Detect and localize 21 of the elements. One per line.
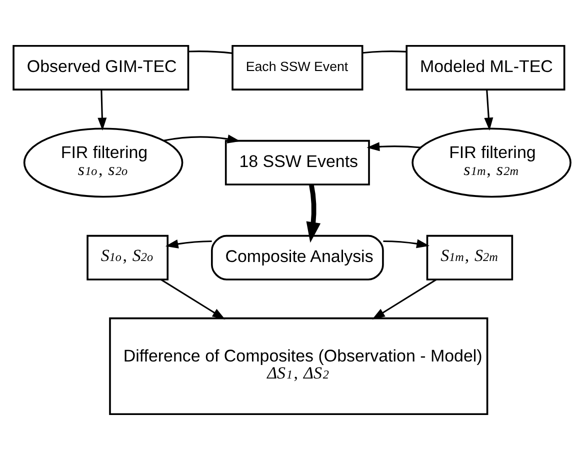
node-box: 18 SSW Events (224, 140, 370, 186)
node-box: Each SSW Event (232, 44, 364, 90)
connector (362, 50, 406, 54)
node-box: S1o, S2o (86, 234, 169, 280)
node-box: Observed GIM-TEC (12, 44, 190, 90)
arrow (484, 90, 494, 131)
arrow (164, 134, 240, 144)
node-box: Modeled ML-TEC (406, 44, 566, 90)
node-ellipse: FIR filtering s1o, s2o (23, 128, 184, 198)
node-box: S1m, S2m (426, 234, 514, 280)
node-ellipse: FIR filtering s1m, s2m (412, 128, 572, 198)
arrow (383, 239, 430, 248)
arrow (160, 278, 226, 320)
node-box: Composite Analysis (211, 234, 384, 280)
arrow (306, 184, 321, 243)
connector (188, 50, 232, 54)
arrow (165, 240, 212, 248)
arrow (372, 278, 437, 320)
node-box: Difference of Composites (Observation - Model) ΔS1, ΔS2 (109, 317, 488, 416)
arrow (366, 142, 421, 152)
arrow (98, 90, 107, 131)
